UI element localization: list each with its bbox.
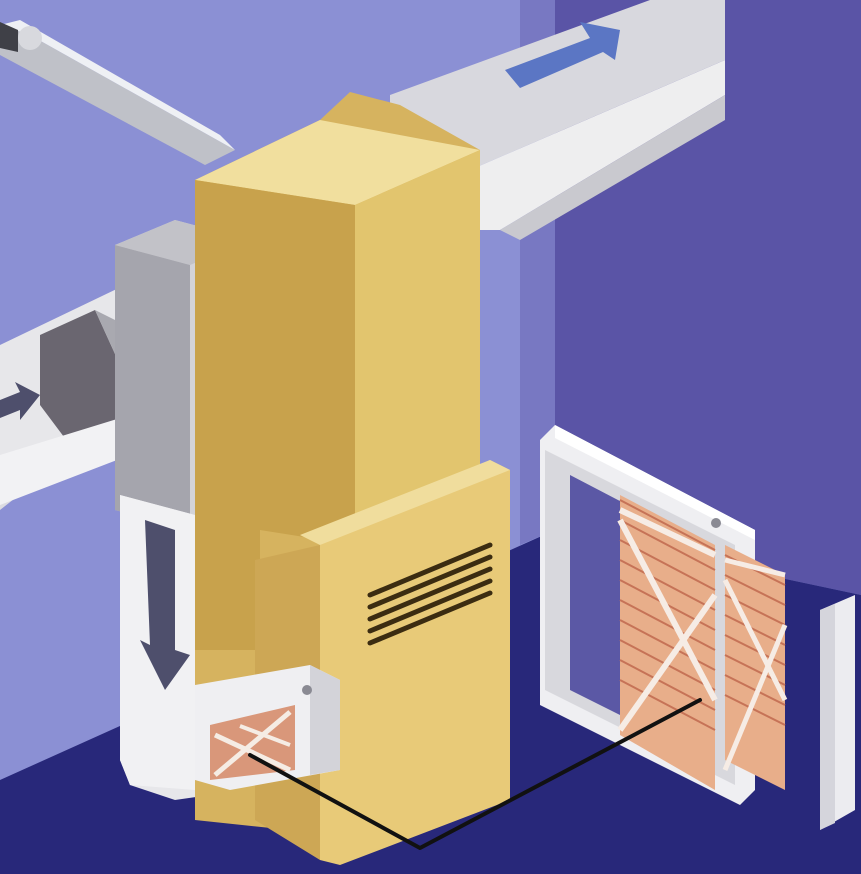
pleated-filter-rear	[725, 545, 785, 790]
filter-cover-panel	[820, 595, 855, 830]
small-filter-housing	[195, 665, 340, 790]
